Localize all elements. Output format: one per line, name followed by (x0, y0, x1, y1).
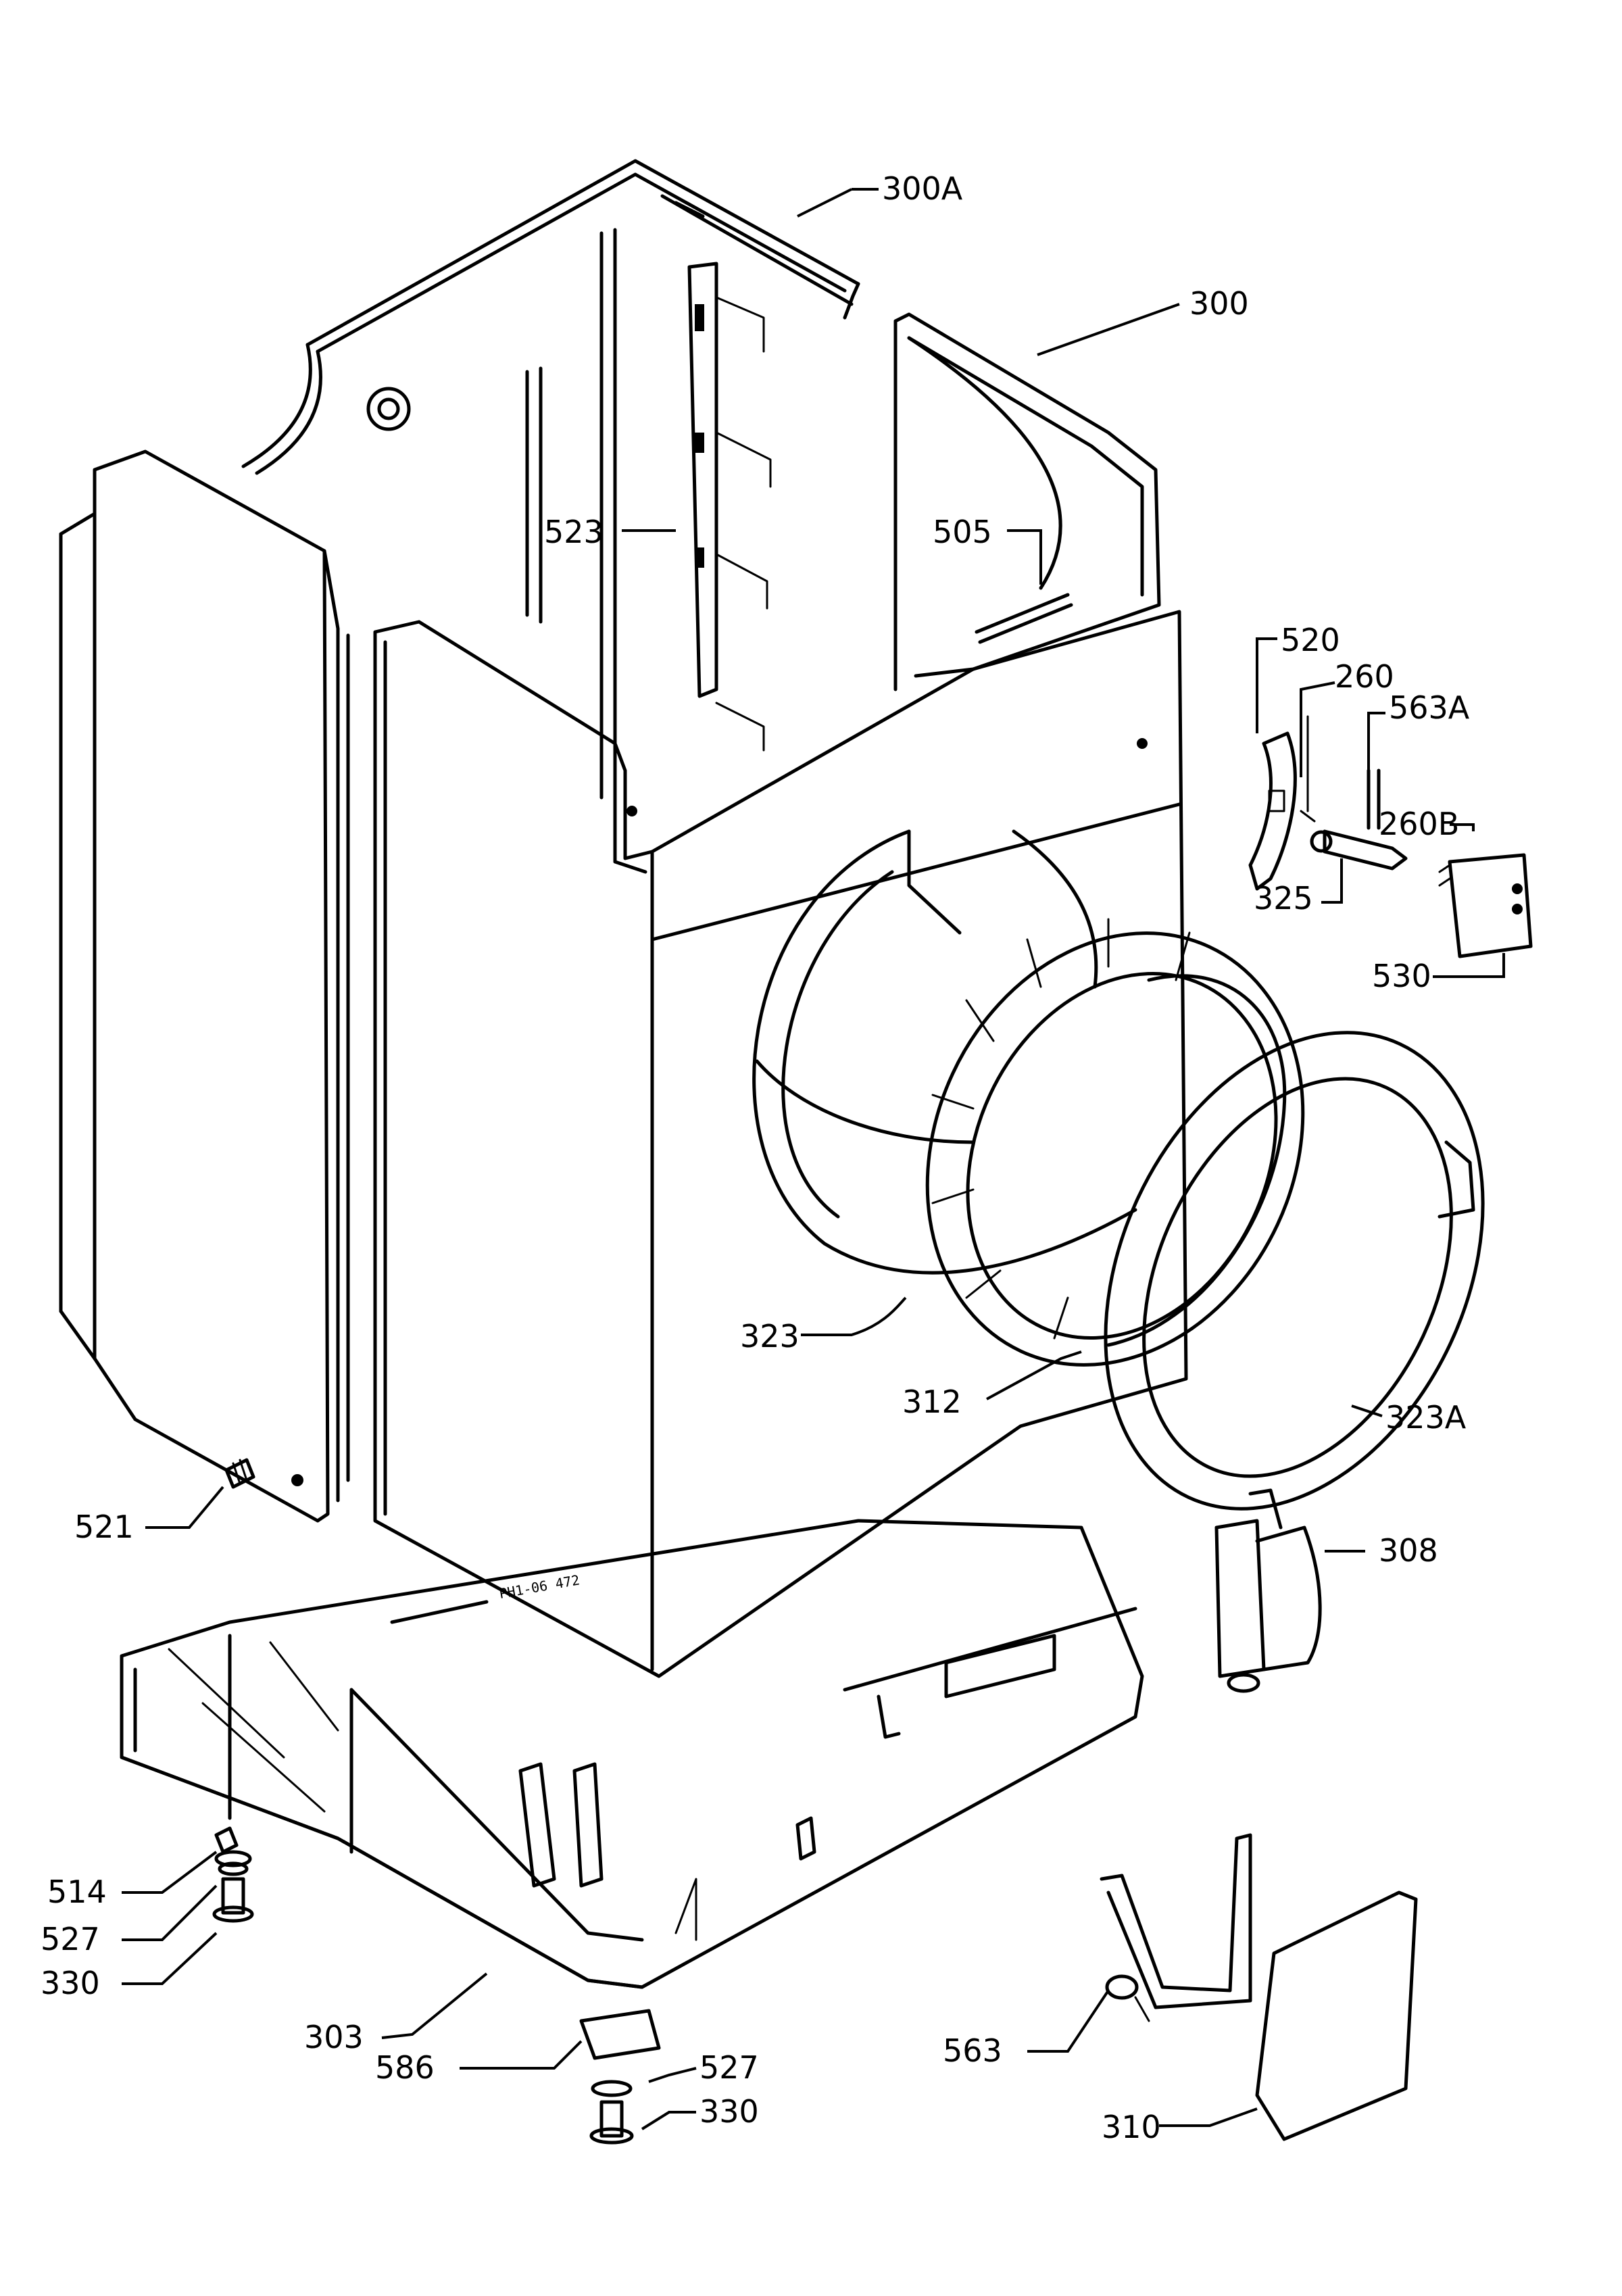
lock-plate-530 (1438, 853, 1533, 958)
lock-pin-563A (1367, 768, 1381, 830)
cabinet-side-panel-right (893, 312, 1161, 691)
callout-330-right: 330 (699, 2093, 759, 2130)
door-opening-312 (752, 829, 1137, 1275)
callout-563A: 563A (1389, 689, 1470, 726)
callout-563: 563 (943, 2032, 1002, 2069)
callout-520: 520 (1281, 622, 1340, 658)
callout-260B: 260B (1379, 806, 1459, 842)
callout-521: 521 (74, 1509, 134, 1545)
kick-panel-310 (1255, 1890, 1418, 2141)
callout-303: 303 (304, 2019, 364, 2055)
bracket-563 (1100, 1833, 1252, 2022)
control-bracket-523 (687, 262, 772, 752)
callout-514: 514 (47, 1874, 107, 1910)
lock-spring-260 (1300, 715, 1316, 823)
foot-right-assembly (579, 2009, 661, 2145)
callout-300: 300 (1189, 285, 1249, 322)
hinge-308 (1214, 1488, 1322, 1693)
callout-312: 312 (902, 1384, 962, 1420)
screw-521 (224, 1458, 255, 1489)
callout-310: 310 (1102, 2109, 1161, 2145)
lock-lever-325 (1310, 829, 1408, 871)
foot-left-assembly (212, 1826, 254, 1923)
callout-323A: 323A (1385, 1399, 1467, 1436)
callout-586: 586 (375, 2049, 435, 2086)
door-ring-323A (1104, 1031, 1485, 1511)
base-frame-303 (120, 1519, 1144, 1989)
callout-527-right: 527 (699, 2049, 759, 2086)
callout-260: 260 (1335, 658, 1394, 695)
door-gasket-323 (925, 918, 1305, 1367)
door-lock-520 (1248, 731, 1297, 891)
callout-330-left: 330 (41, 1965, 100, 2001)
callout-323: 323 (740, 1318, 800, 1354)
cabinet-top-frame (241, 159, 860, 475)
callout-300A: 300A (882, 170, 963, 207)
callout-308: 308 (1379, 1532, 1438, 1569)
cabinet-side-panel-left (59, 449, 350, 1523)
callout-505: 505 (933, 514, 992, 550)
callout-523: 523 (544, 514, 604, 550)
callout-530: 530 (1372, 958, 1431, 994)
leader-lines (122, 188, 1505, 2130)
cabinet-front-panel (373, 610, 1188, 1678)
cabinet-back-panel (525, 228, 617, 800)
rod-505 (975, 593, 1073, 644)
callout-527-left: 527 (41, 1921, 100, 1957)
callout-325: 325 (1254, 880, 1313, 917)
